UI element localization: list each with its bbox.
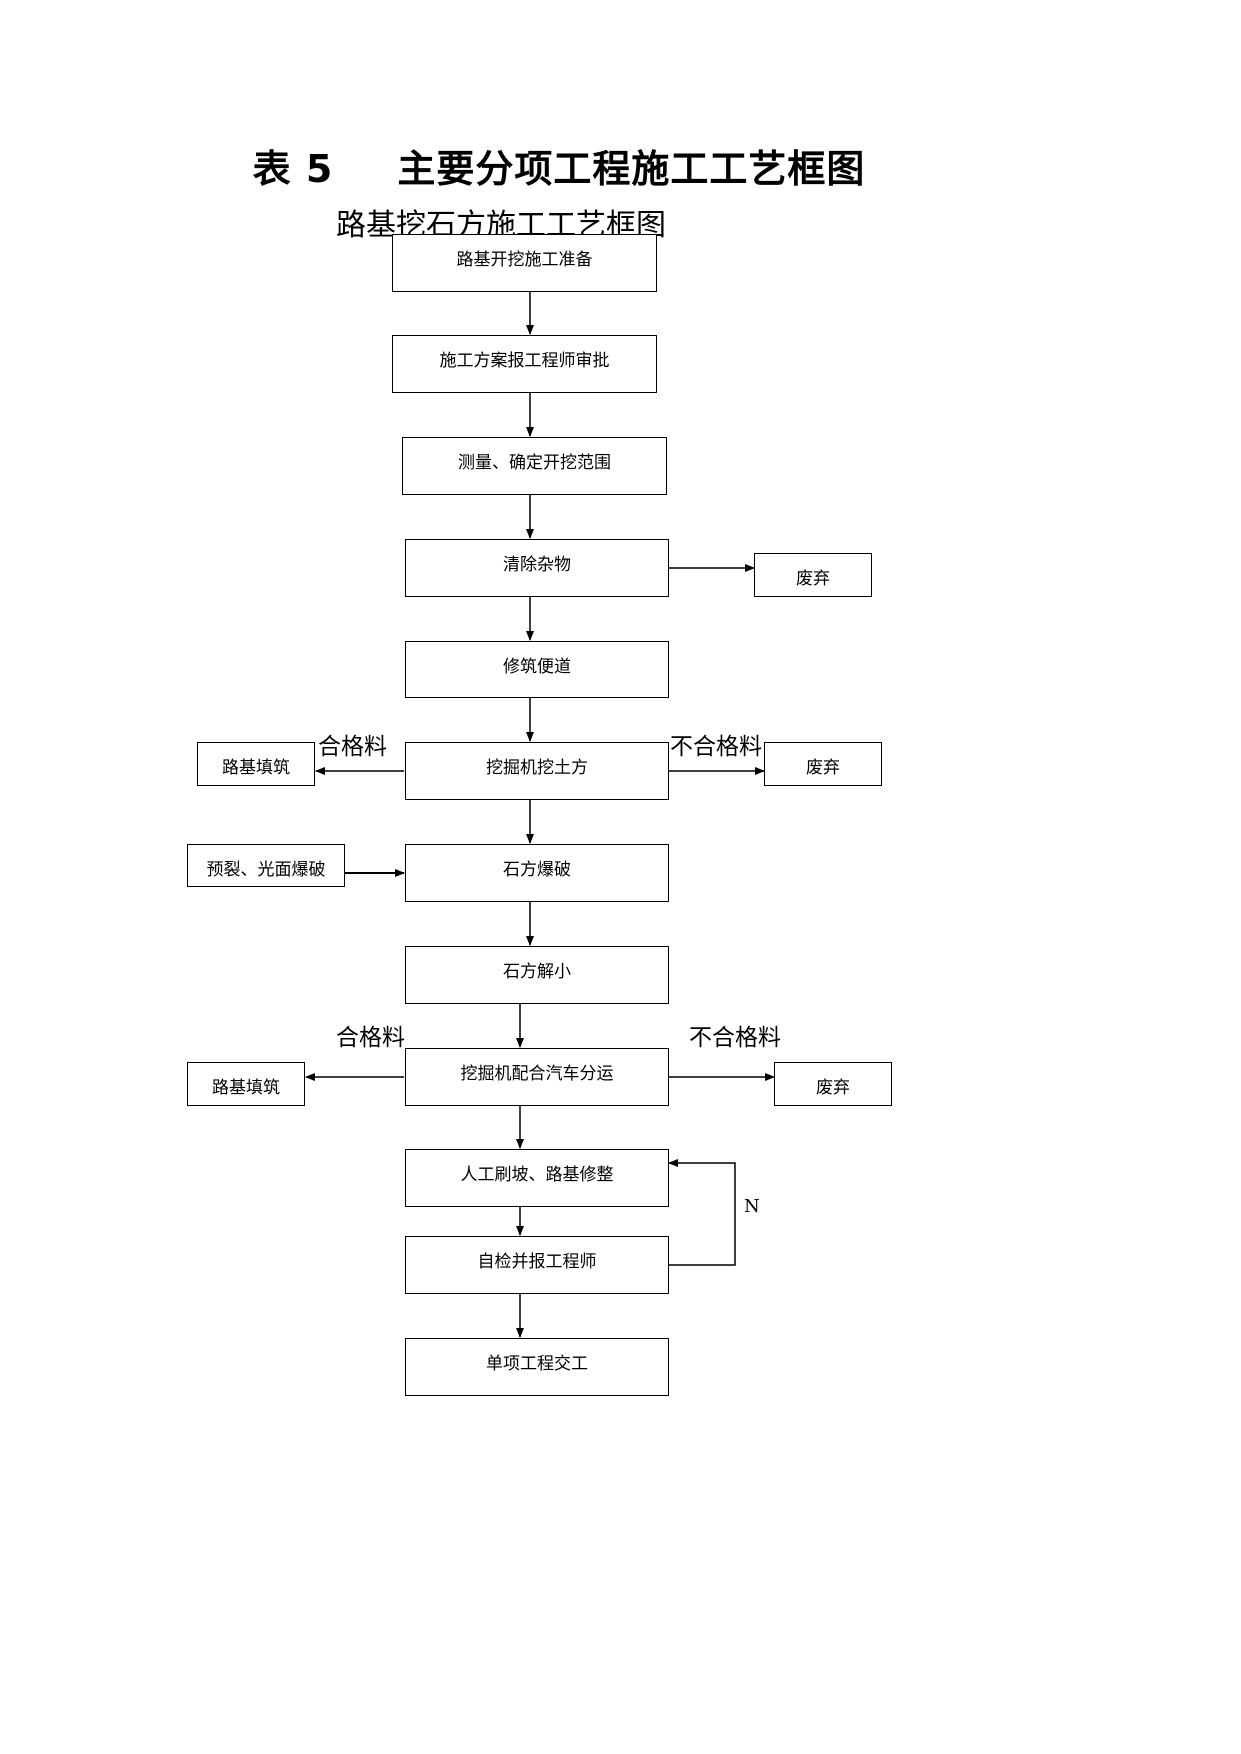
step-rock-breaking: 石方解小	[405, 946, 669, 1004]
step-excavator-truck-haul: 挖掘机配合汽车分运	[405, 1048, 669, 1106]
step-handover: 单项工程交工	[405, 1338, 669, 1396]
step-self-inspection: 自检并报工程师	[405, 1236, 669, 1294]
step-clear-debris: 清除杂物	[405, 539, 669, 597]
unqualified-label-1: 不合格料	[670, 734, 762, 760]
fill-box-1: 路基填筑	[197, 742, 315, 786]
loop-label-n: N	[744, 1196, 760, 1217]
discard-box-1: 废弃	[754, 553, 872, 597]
step-build-access-road: 修筑便道	[405, 641, 669, 698]
fill-box-2: 路基填筑	[187, 1062, 305, 1106]
qualified-label-1: 合格料	[318, 734, 387, 760]
step-prepare-excavation: 路基开挖施工准备	[392, 234, 657, 292]
discard-box-2: 废弃	[764, 742, 882, 786]
qualified-label-2: 合格料	[336, 1025, 405, 1051]
unqualified-label-2: 不合格料	[689, 1025, 781, 1051]
step-slope-trimming: 人工刷坡、路基修整	[405, 1149, 669, 1207]
connector-lines	[305, 292, 775, 1338]
step-excavator-earthwork: 挖掘机挖土方	[405, 742, 669, 800]
step-approval: 施工方案报工程师审批	[392, 335, 657, 393]
presplit-blasting-box: 预裂、光面爆破	[187, 844, 345, 887]
discard-box-3: 废弃	[774, 1062, 892, 1106]
table-number: 表 5	[252, 147, 334, 191]
step-survey: 测量、确定开挖范围	[402, 437, 667, 495]
document-title: 表 5 主要分项工程施工工艺框图	[0, 138, 1118, 193]
step-rock-blasting: 石方爆破	[405, 844, 669, 902]
title-text: 主要分项工程施工工艺框图	[397, 147, 866, 191]
